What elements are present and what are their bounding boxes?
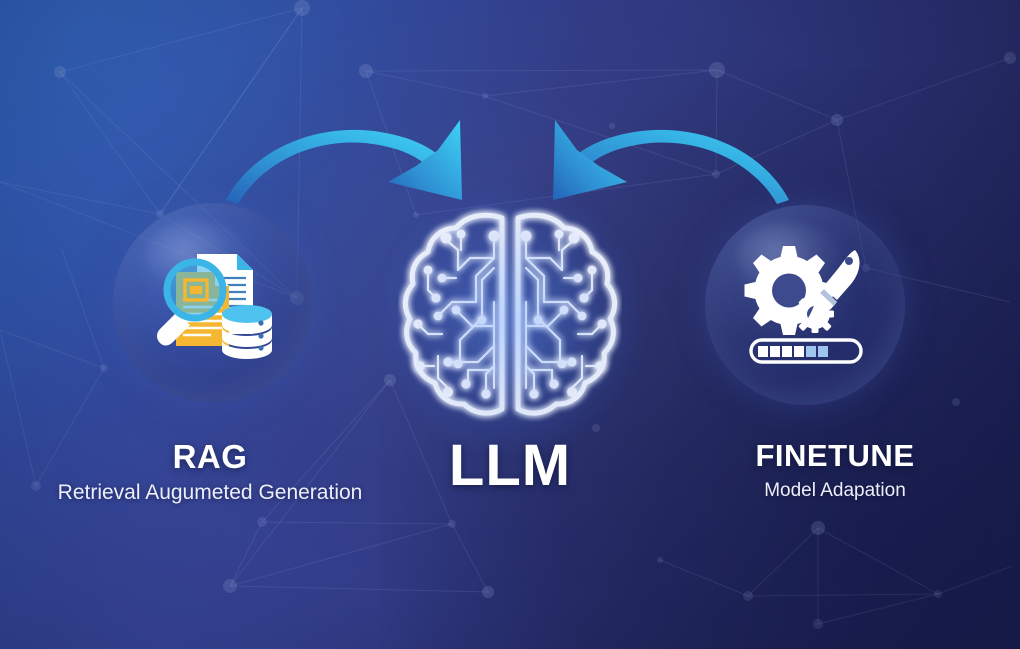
- arrow-finetune-to-llm: [553, 120, 789, 204]
- label-finetune: FINETUNE Model Adapation: [650, 438, 1020, 502]
- background-shade-right: [380, 69, 1020, 649]
- brain-right-nodes: [520, 229, 607, 399]
- llm-title: LLM: [448, 433, 572, 498]
- node-llm[interactable]: [380, 188, 640, 452]
- rag-subtitle: Retrieval Augumeted Generation: [57, 481, 363, 504]
- progress-bar: [749, 338, 863, 364]
- brain-glow: [380, 188, 640, 452]
- database-icon: [222, 305, 272, 359]
- paintbrush-icon: [801, 250, 860, 327]
- brain-left-nodes: [413, 229, 500, 399]
- brain-right-circuits: [524, 234, 602, 394]
- label-llm: LLM: [350, 432, 670, 499]
- node-finetune[interactable]: [705, 205, 905, 405]
- finetune-title: FINETUNE: [755, 438, 915, 473]
- circuit-brain-icon: [398, 206, 622, 434]
- magnifier-icon: [157, 258, 227, 346]
- finetune-subtitle: Model Adapation: [764, 480, 906, 501]
- rag-title: RAG: [172, 438, 248, 475]
- brain-left-circuits: [418, 234, 496, 394]
- arrow-rag-to-llm: [226, 120, 462, 204]
- gear-paintbrush-progress-icon: [744, 246, 863, 364]
- document-search-database-icon: [157, 254, 272, 359]
- label-rag: RAG Retrieval Augumeted Generation: [0, 438, 420, 505]
- node-rag[interactable]: [113, 203, 313, 403]
- rag-icon-wrapper: [113, 203, 313, 403]
- finetune-icon-wrapper: [705, 205, 905, 405]
